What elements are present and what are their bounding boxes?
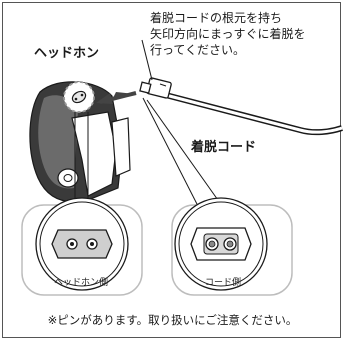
cord-label: 着脱コード [191, 140, 257, 155]
headphone-illustration [29, 81, 131, 203]
cord-illustration [139, 77, 343, 136]
cord-side-inset [171, 197, 293, 296]
caution-note: ※ピンがあります。取り扱いにご注意ください。 [47, 313, 298, 327]
headphone-side-label: ヘッドホン側 [54, 278, 109, 288]
cord-side-label: コード側 [205, 278, 242, 288]
instruction-text: 着脱コードの根元を持ち 矢印方向にまっすぐに着脱を 行ってください。 [150, 11, 306, 57]
headphone-label: ヘッドホン [34, 46, 100, 61]
headphone-side-inset [21, 197, 143, 296]
diagram-frame [2, 2, 341, 338]
direction-arrow [96, 91, 137, 104]
leader-lines [74, 39, 226, 211]
